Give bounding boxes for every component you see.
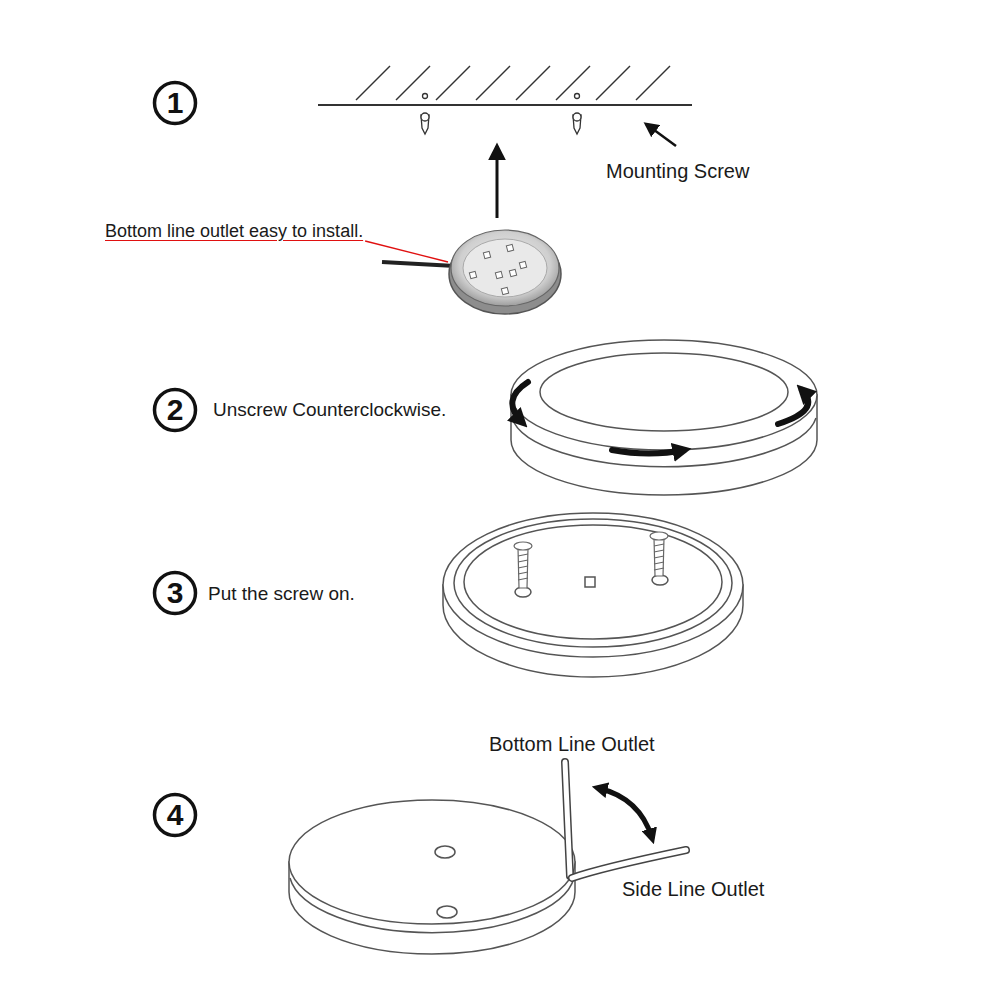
- puck-light-part: [483, 251, 490, 258]
- mounting-screws-part: [423, 94, 428, 99]
- ceiling-part: [436, 66, 470, 100]
- cables-part: [565, 762, 570, 876]
- cables: [565, 762, 686, 878]
- cover-ring-part: [511, 340, 817, 450]
- housing-disc: [289, 800, 575, 954]
- step-number-text: 4: [152, 792, 198, 838]
- housing-disc-part: [437, 906, 457, 918]
- screws-part: [518, 548, 528, 588]
- step-instruction: Put the screw on.: [208, 582, 355, 605]
- callout-label: Mounting Screw: [606, 159, 749, 183]
- puck-light: [382, 230, 561, 314]
- ceiling-part: [596, 66, 630, 100]
- puck-light-part: [509, 269, 516, 276]
- step-number: 3: [152, 570, 198, 616]
- rotation-arrows-part: [612, 450, 684, 454]
- step-number-text: 3: [152, 570, 198, 616]
- ceiling: [318, 66, 692, 105]
- puck-light-part: [495, 271, 502, 278]
- step-number: 2: [152, 387, 198, 433]
- direction-arrows-part: [646, 124, 676, 146]
- screws: [514, 532, 668, 588]
- step-number: 1: [152, 80, 198, 126]
- mounting-screws-part: [575, 94, 580, 99]
- cables-part: [565, 762, 570, 876]
- screws-part: [514, 542, 532, 550]
- screws-part: [518, 554, 528, 580]
- mounting-screws: [421, 94, 581, 135]
- puck-light-part: [469, 244, 526, 294]
- callout-label: Bottom Line Outlet: [489, 732, 655, 756]
- base-plate: [443, 513, 743, 677]
- mounting-screws-part: [573, 113, 581, 121]
- cables-part: [572, 850, 686, 878]
- base-plate-part: [464, 525, 722, 639]
- ceiling-part: [476, 66, 510, 100]
- base-plate-part: [585, 577, 595, 587]
- puck-light-part: [501, 287, 508, 294]
- ceiling-part: [636, 66, 670, 100]
- base-plate-part: [454, 519, 732, 647]
- direction-arrows-part: [496, 146, 499, 218]
- puck-light-part: [463, 239, 547, 297]
- puck-light-part: [382, 262, 455, 266]
- cover-ring: [511, 340, 817, 495]
- ceiling-part: [516, 66, 550, 100]
- ceiling-part: [356, 66, 390, 100]
- rotation-arrows-part: [778, 390, 808, 424]
- screws-part: [650, 532, 668, 540]
- puck-light-part: [519, 261, 526, 268]
- screws-part: [654, 544, 664, 570]
- leader-line: [365, 241, 448, 262]
- cover-ring-part: [540, 353, 788, 431]
- ceiling-part: [318, 104, 692, 106]
- rotation-arrows: [512, 382, 808, 454]
- housing-disc-part: [289, 800, 575, 924]
- screws-part: [654, 538, 664, 576]
- note-text: Bottom line outlet easy to install.: [105, 220, 363, 242]
- ceiling-part: [556, 66, 590, 100]
- mounting-screws-part: [421, 113, 429, 121]
- step-number-text: 2: [152, 387, 198, 433]
- puck-light-part: [506, 244, 513, 251]
- swap-arrow: [598, 788, 652, 838]
- base-plate-part: [443, 513, 743, 657]
- housing-disc-part: [435, 846, 455, 858]
- cables-part: [572, 850, 686, 878]
- step-number: 4: [152, 792, 198, 838]
- step-number-text: 1: [152, 80, 198, 126]
- step-instruction: Unscrew Counterclockwise.: [213, 398, 446, 421]
- puck-light-part: [469, 271, 476, 278]
- rotation-arrows-part: [512, 382, 528, 422]
- ceiling-part: [396, 66, 430, 100]
- puck-light-part: [451, 230, 559, 306]
- callout-label: Side Line Outlet: [622, 877, 764, 901]
